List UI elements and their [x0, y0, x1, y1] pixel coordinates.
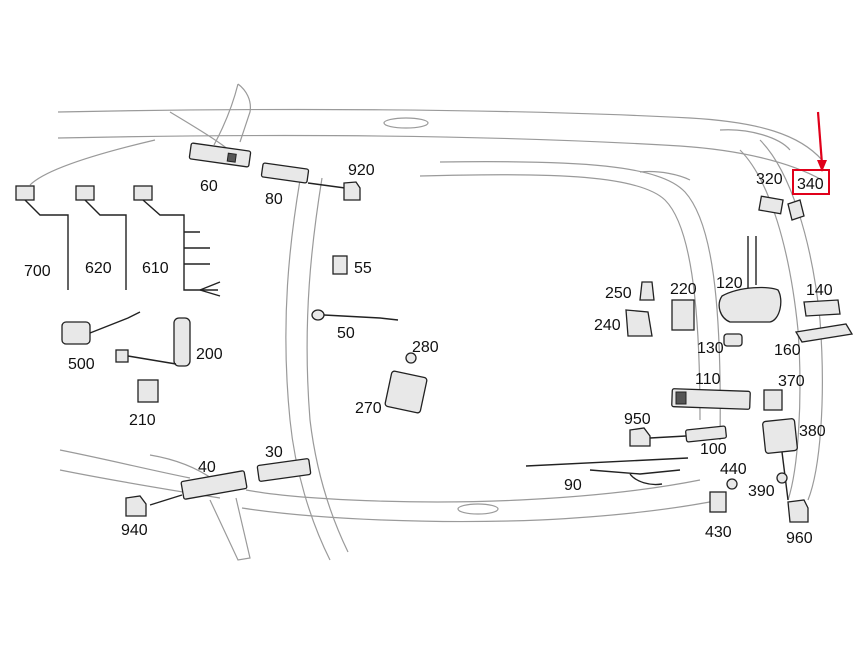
- callout-940: 940: [121, 522, 148, 539]
- part-220: [671, 299, 695, 331]
- part-160: [794, 323, 854, 343]
- part-370: [763, 389, 783, 411]
- part-610: [133, 185, 221, 297]
- callout-160: 160: [774, 342, 801, 359]
- callout-610: 610: [142, 260, 169, 277]
- callout-920: 920: [348, 162, 375, 179]
- part-120: [718, 236, 782, 323]
- part-100: [685, 425, 727, 443]
- vehicle-outline: [29, 83, 823, 561]
- part-30: [256, 458, 312, 482]
- part-140: [803, 299, 841, 317]
- part-200: [115, 317, 191, 367]
- part-270: [384, 370, 428, 414]
- callout-500: 500: [68, 356, 95, 373]
- callout-220: 220: [670, 281, 697, 298]
- part-110: [671, 388, 751, 410]
- highlight-box: [792, 169, 830, 195]
- callout-120: 120: [716, 275, 743, 292]
- callout-40: 40: [198, 459, 216, 476]
- callout-30: 30: [265, 444, 283, 461]
- callout-60: 60: [200, 178, 218, 195]
- part-55: [332, 255, 348, 275]
- callout-140: 140: [806, 282, 833, 299]
- callout-950: 950: [624, 411, 651, 428]
- part-40: [149, 470, 248, 506]
- part-500: [61, 311, 141, 345]
- part-60: [188, 142, 252, 168]
- part-90: [525, 457, 689, 486]
- part-340: [787, 199, 805, 221]
- part-390: [776, 472, 788, 484]
- callout-55: 55: [354, 260, 372, 277]
- callout-210: 210: [129, 412, 156, 429]
- part-920: [343, 181, 361, 201]
- part-250: [639, 281, 655, 301]
- part-280: [405, 352, 417, 364]
- callout-430: 430: [705, 524, 732, 541]
- callout-labels: 60 80 920 700 620 610 55 50 500 200 210 …: [24, 162, 833, 547]
- callout-200: 200: [196, 346, 223, 363]
- part-960: [787, 499, 809, 523]
- callout-100: 100: [700, 441, 727, 458]
- callout-50: 50: [337, 325, 355, 342]
- part-700: [15, 185, 69, 290]
- callout-90: 90: [564, 477, 582, 494]
- part-210: [137, 379, 159, 403]
- highlight-arrow: [816, 111, 827, 172]
- part-430: [709, 491, 727, 513]
- callout-370: 370: [778, 373, 805, 390]
- callout-700: 700: [24, 263, 51, 280]
- part-320: [758, 195, 784, 215]
- callout-250: 250: [605, 285, 632, 302]
- part-50: [311, 309, 399, 321]
- callout-380: 380: [799, 423, 826, 440]
- callout-280: 280: [412, 339, 439, 356]
- callout-130: 130: [697, 340, 724, 357]
- callout-240: 240: [594, 317, 621, 334]
- callout-320: 320: [756, 171, 783, 188]
- part-130: [723, 333, 743, 347]
- callout-620: 620: [85, 260, 112, 277]
- callout-440: 440: [720, 461, 747, 478]
- part-80: [260, 162, 346, 189]
- callout-110: 110: [695, 371, 721, 388]
- part-950: [629, 427, 687, 447]
- callout-390: 390: [748, 483, 775, 500]
- part-940: [125, 495, 147, 517]
- callout-960: 960: [786, 530, 813, 547]
- part-240: [625, 309, 653, 337]
- callout-270: 270: [355, 400, 382, 417]
- part-620: [75, 185, 127, 290]
- callout-340: 340: [797, 176, 824, 193]
- part-440: [726, 478, 738, 490]
- callout-80: 80: [265, 191, 283, 208]
